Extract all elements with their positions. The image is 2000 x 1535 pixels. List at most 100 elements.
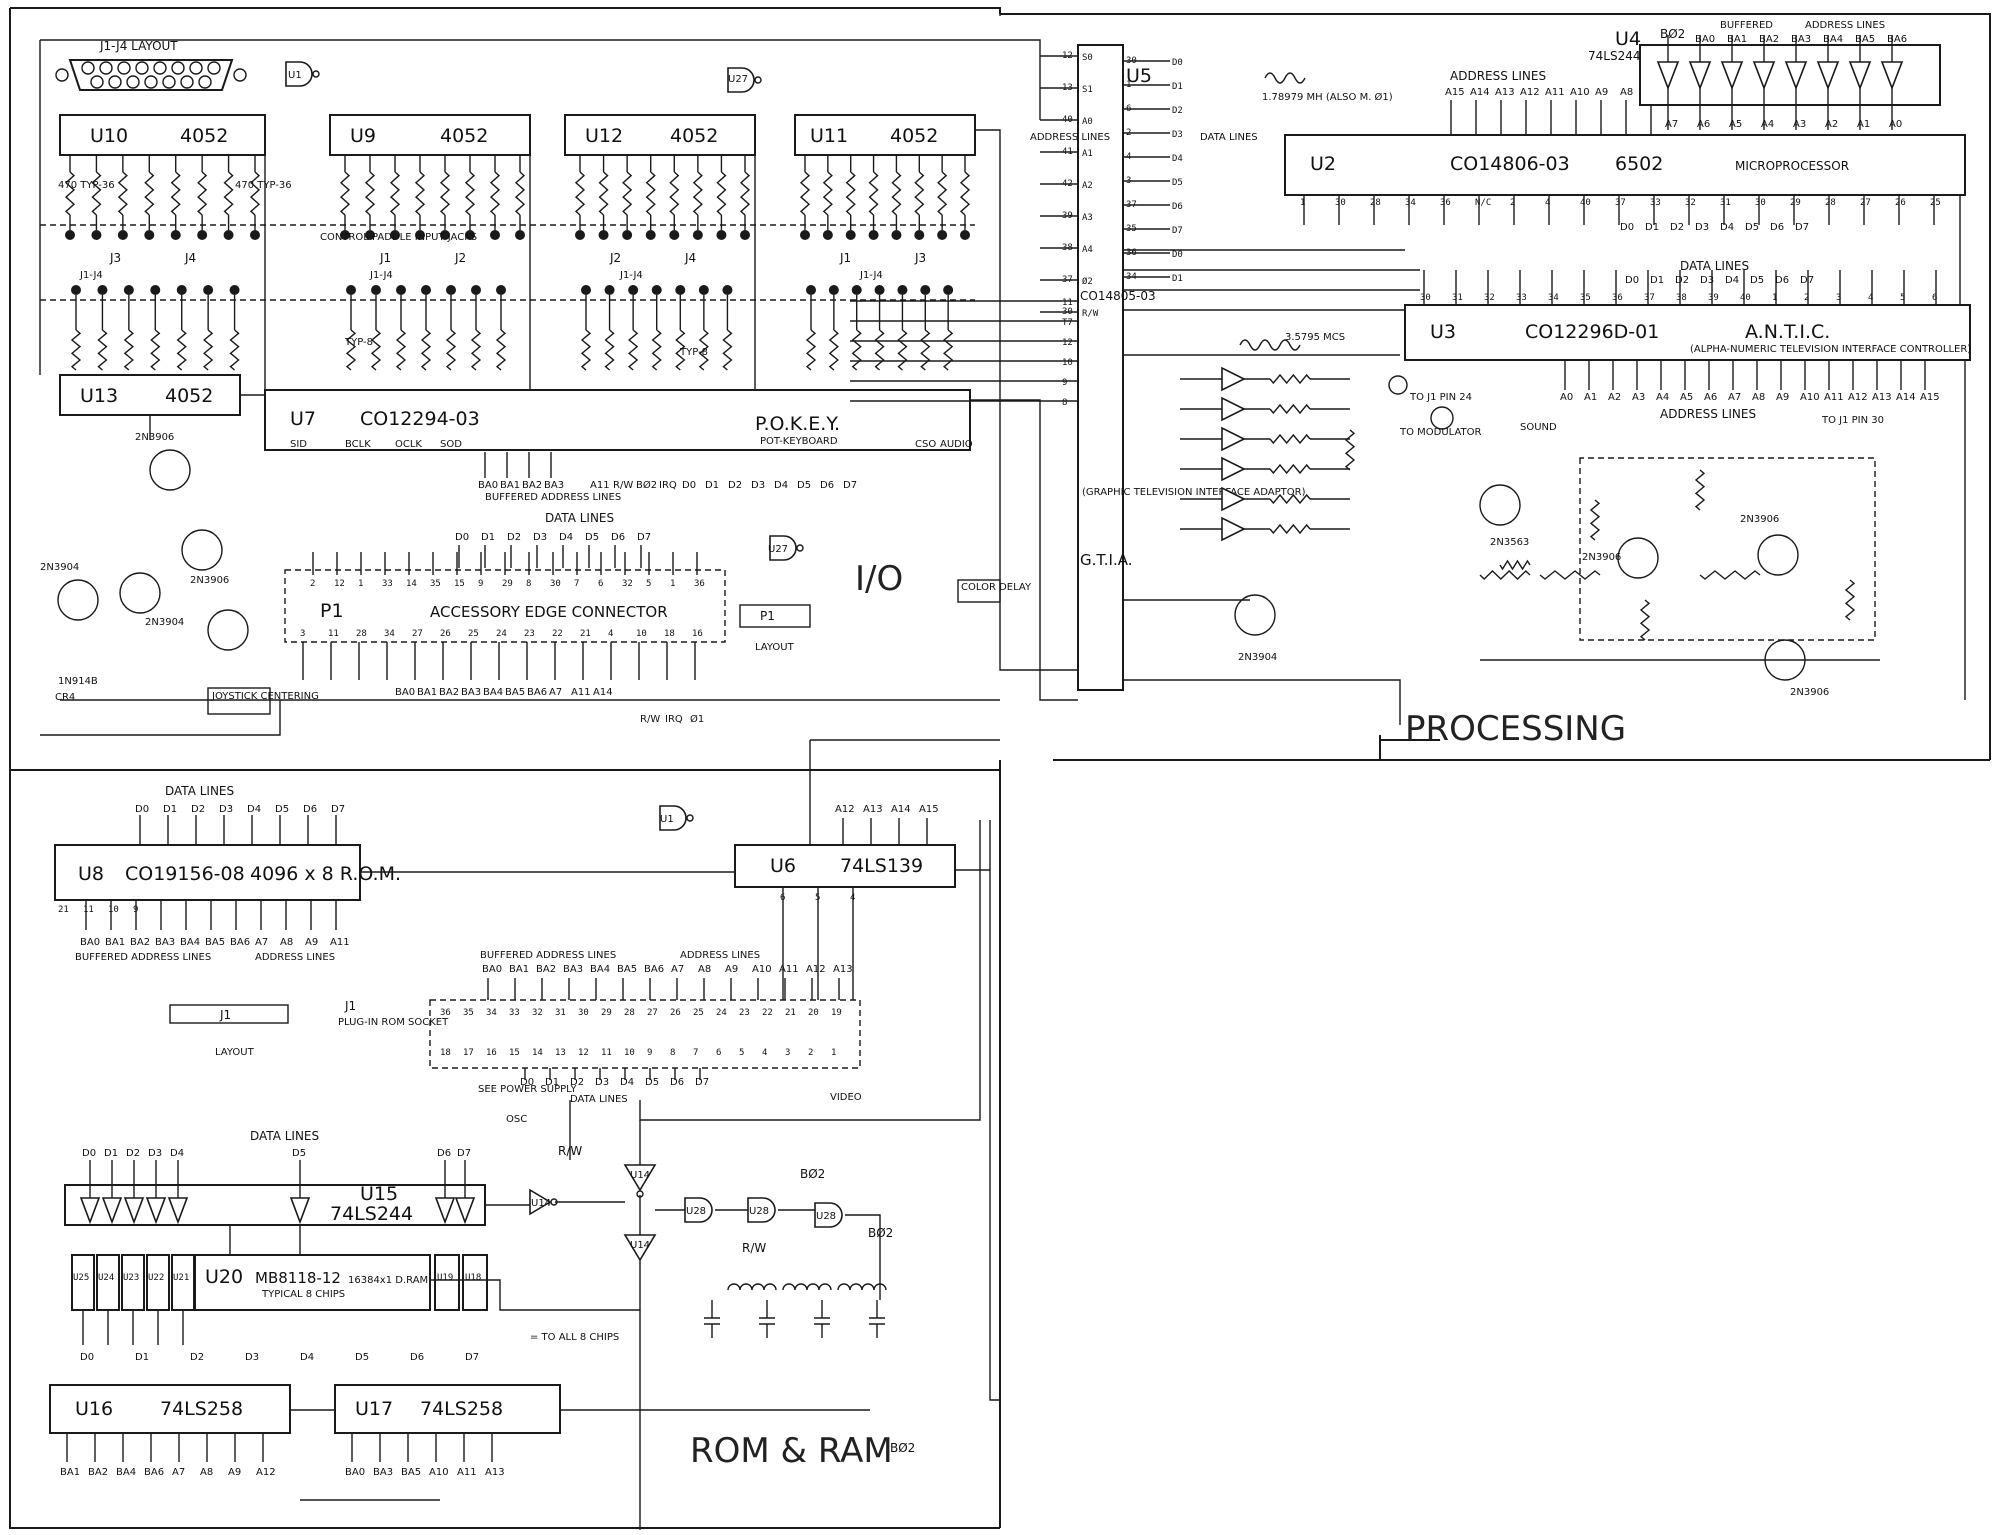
jack-contact xyxy=(223,230,234,240)
j1-pin-number: 17 xyxy=(463,1048,474,1058)
u2-address-label: A9 xyxy=(1595,87,1608,98)
u7-oclk: OCLK xyxy=(395,439,422,450)
u4-buffered-label: BA5 xyxy=(1855,34,1875,45)
j1-data-label: D2 xyxy=(570,1077,584,1088)
u16-output-label: BA4 xyxy=(116,1467,136,1478)
jack-contact xyxy=(91,230,102,240)
j1-pin-number: 5 xyxy=(739,1048,744,1058)
u1-ref-b: U1 xyxy=(660,814,674,825)
connector-pin xyxy=(81,61,95,75)
connector-pin xyxy=(171,61,185,75)
u10-ref: U10 xyxy=(90,125,128,147)
j1-address-label: BA5 xyxy=(617,964,637,975)
j1-address-label: BA6 xyxy=(644,964,664,975)
u3-data-label: D5 xyxy=(1750,275,1764,286)
p1-pin-number: 1 xyxy=(358,579,363,589)
u8-data-label: D1 xyxy=(163,804,177,815)
u4-address-label: A2 xyxy=(1825,119,1838,130)
u16-output-label: BA1 xyxy=(60,1467,80,1478)
u11-chip: U11 4052 xyxy=(794,114,976,156)
j1-pin-number: 4 xyxy=(762,1048,767,1058)
dram-chip xyxy=(434,1254,460,1311)
u2-6502-chip: U2 CO14806-03 6502 MICROPROCESSOR xyxy=(1284,134,1966,196)
inductor xyxy=(837,1283,887,1291)
u8-pin-number: 9 xyxy=(133,905,138,915)
j1-pin-number: 16 xyxy=(486,1048,497,1058)
resistor xyxy=(1694,469,1706,511)
dram-data-label: D1 xyxy=(135,1352,149,1363)
j1-data-label: D6 xyxy=(670,1077,684,1088)
pokey-pin-label: D6 xyxy=(820,480,834,491)
u8-address-label: A9 xyxy=(305,937,318,948)
pokey-pin-label: R/W xyxy=(613,480,633,491)
pokey-pin-label: D5 xyxy=(797,480,811,491)
resistor xyxy=(937,171,948,216)
u8-address-label: BA6 xyxy=(230,937,250,948)
jack-contact xyxy=(645,230,656,240)
u7-audio: AUDIO xyxy=(940,439,973,450)
jack-contact xyxy=(868,230,879,240)
u4-address-label: ADDRESS LINES xyxy=(1805,20,1885,31)
wire xyxy=(40,700,281,736)
resistor xyxy=(70,329,82,371)
u2-pin-number: 25 xyxy=(1930,198,1941,208)
u17-mux-chip: U17 74LS258 xyxy=(334,1384,561,1434)
jack-j4-b: J4 xyxy=(684,251,696,265)
u8-pin-number: 21 xyxy=(58,905,69,915)
u15-data-lines-label: DATA LINES xyxy=(250,1129,319,1143)
j1-pin-number: 28 xyxy=(624,1008,635,1018)
j1-pin-number: 8 xyxy=(670,1048,675,1058)
q-2n3906-b: 2N3906 xyxy=(190,575,229,586)
connector-pin xyxy=(108,75,122,89)
u8-part: CO19156-08 xyxy=(125,863,245,885)
dram-data-label: D2 xyxy=(190,1352,204,1363)
resistor xyxy=(580,329,592,371)
u8-address-label: BA5 xyxy=(205,937,225,948)
jack-contact xyxy=(123,285,134,295)
gtia-data-label: D0 xyxy=(1172,250,1183,260)
jack-contact xyxy=(937,230,948,240)
u2-address-lines-label: ADDRESS LINES xyxy=(1450,69,1546,83)
color-delay-label: COLOR DELAY xyxy=(961,582,1032,593)
u3-address-label: A13 xyxy=(1872,392,1892,403)
u3-pin-number: 1 xyxy=(1772,293,1777,303)
u16-output-label: A8 xyxy=(200,1467,213,1478)
resistor xyxy=(622,171,633,216)
u3-pin-number: 38 xyxy=(1676,293,1687,303)
connector-pin xyxy=(198,75,212,89)
p1-pin-number: 11 xyxy=(328,629,339,639)
u15-data-label: D7 xyxy=(457,1148,471,1159)
gate-cluster: U14 U14 U14 U28 U28 U28 BØ2 BØ2 R/W R/W xyxy=(529,1144,893,1338)
u7-pokey-chip: U7 CO12294-03 P.O.K.E.Y. POT-KEYBOARD SI… xyxy=(264,389,973,451)
gtia-pin-name: Ø2 xyxy=(1082,276,1093,287)
u16-part: 74LS258 xyxy=(160,1398,243,1420)
u20-dram-chip: U20 MB8118-12 16384x1 D.RAM TYPICAL 8 CH… xyxy=(194,1254,431,1311)
p1-pin-number: 33 xyxy=(382,579,393,589)
j1-address-label: A7 xyxy=(671,964,684,975)
j1-address-label: A9 xyxy=(725,964,738,975)
u17-output-label: BA5 xyxy=(401,1467,421,1478)
j1-pin-number: 35 xyxy=(463,1008,474,1018)
capacitor xyxy=(814,1300,830,1338)
resistor xyxy=(117,171,128,216)
resistor xyxy=(495,329,507,371)
u3-sub: (ALPHA-NUMERIC TELEVISION INTERFACE CONT… xyxy=(1690,344,1971,355)
p1-pin-number: 14 xyxy=(406,579,417,589)
resistor xyxy=(97,329,108,371)
u8-data-label: D7 xyxy=(331,804,345,815)
jack-contact xyxy=(150,285,161,295)
j1j4-label-1: J1-J4 xyxy=(79,270,103,281)
u3-address-label: A1 xyxy=(1584,392,1597,403)
j1j4-label-4: J1-J4 xyxy=(859,270,883,281)
resistor xyxy=(223,171,234,216)
q-2n3906-c: 2N3906 xyxy=(1582,552,1621,563)
resistor xyxy=(1539,570,1601,580)
jack-j3-b: J3 xyxy=(914,251,926,265)
jack-j4-a: J4 xyxy=(184,251,196,265)
u5-part: CO14805-03 xyxy=(1080,289,1156,303)
j1-address-label: A8 xyxy=(698,964,711,975)
u11-part: 4052 xyxy=(890,125,938,147)
u2-pin-number: 27 xyxy=(1860,198,1871,208)
p1-signal-irq: IRQ xyxy=(665,714,683,725)
